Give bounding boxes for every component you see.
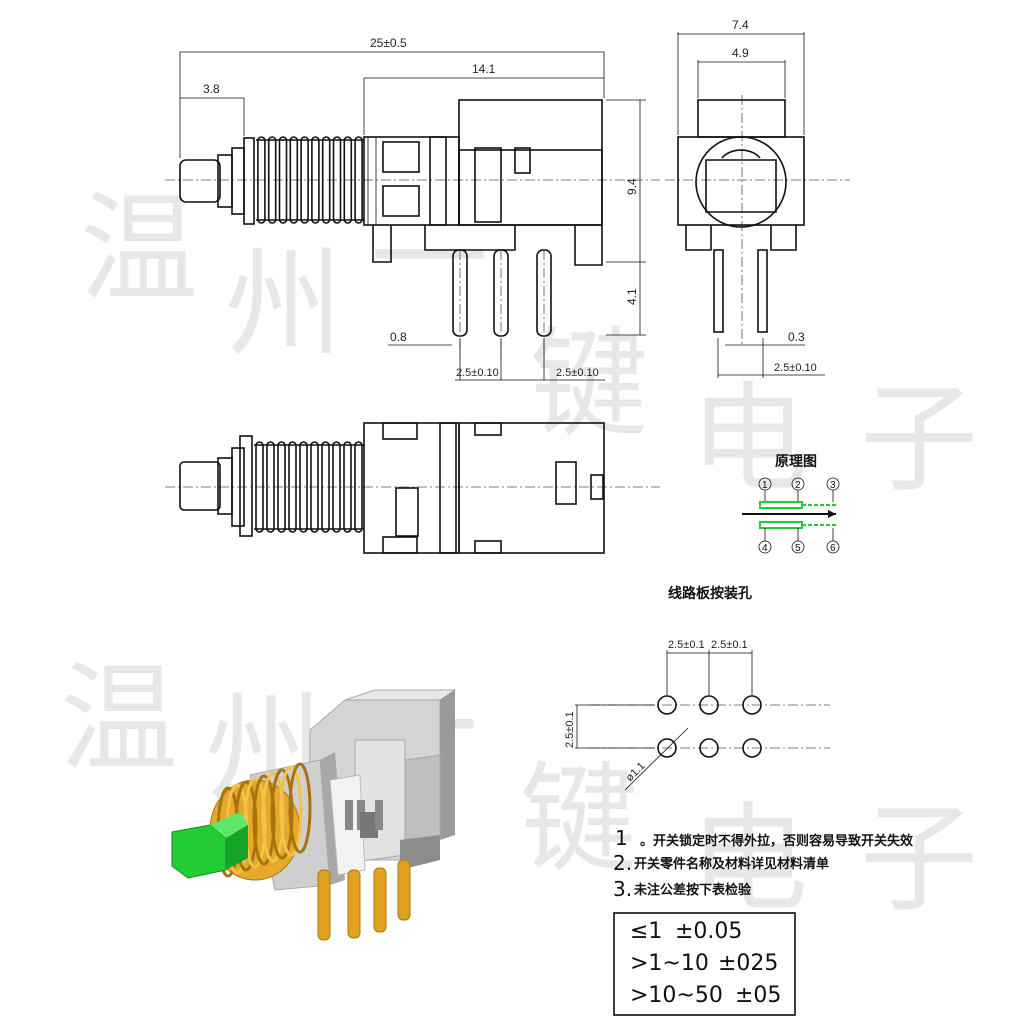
tol-range: >1~10	[630, 951, 709, 976]
watermark: 温 州 一 键 电 子 温 州 一 键 电 子	[60, 180, 978, 928]
tolerance-table: ≤1 ±0.05 >1~10 ±025 >10~50 ±05	[613, 912, 796, 1016]
spring-coil	[277, 441, 286, 533]
watermark-char: 键	[520, 750, 638, 888]
note-text: 。开关锁定时不得外拉，否则容易导致开关失效	[640, 833, 914, 849]
pin-label: 6	[830, 543, 836, 554]
watermark-char: 温	[60, 650, 178, 788]
spring-coil	[354, 136, 363, 224]
note-text: 开关零件名称及材料详见材料清单	[634, 856, 829, 872]
dim-end-width-outer: 7.4	[732, 18, 749, 32]
spring-coil	[278, 136, 288, 224]
spring-coil	[321, 441, 330, 533]
watermark-char: 键	[530, 315, 648, 453]
pin-label: 2	[795, 480, 801, 491]
watermark-char: 子	[860, 370, 978, 508]
schematic-title: 原理图	[775, 454, 817, 470]
spring-coil	[332, 136, 342, 224]
dim-end-width-inner: 4.9	[732, 46, 749, 60]
pin-label: 4	[762, 543, 768, 554]
pcb-pitch-y: 2.5±0.1	[564, 711, 576, 748]
note-text: 未注公差按下表检验	[633, 882, 752, 898]
top-view	[165, 422, 660, 554]
spring-coil	[354, 441, 363, 533]
spring-coil	[289, 136, 299, 224]
tol-value: ±025	[718, 951, 778, 976]
spring-coil-3d	[288, 762, 312, 854]
contact-bar-bottom	[759, 521, 803, 529]
spring-coil-3d	[261, 771, 285, 863]
side-view: 25±0.5 14.1 3.8 9.4 4.1 0.8 2.5±0.10 2.5…	[165, 36, 660, 381]
spring-coil	[332, 441, 341, 533]
tol-value: ±0.05	[675, 919, 742, 944]
note-number: 3.	[613, 877, 632, 901]
notes: 1 。开关锁定时不得外拉，否则容易导致开关失效 2. 开关零件名称及材料详见材料…	[613, 826, 914, 901]
end-view: 7.4 4.9 0.3 2.5±0.10	[665, 18, 850, 378]
spring-coil	[266, 441, 275, 533]
spring-coil-3d	[252, 774, 276, 866]
spring-coil	[267, 136, 277, 224]
spring-coil	[288, 441, 297, 533]
tol-range: >10~50	[630, 983, 723, 1008]
dim-end-pin-pitch: 2.5±0.10	[774, 362, 817, 374]
spring-coil-3d	[279, 765, 303, 857]
render-3d	[171, 689, 457, 941]
tol-range: ≤1	[630, 919, 662, 944]
dim-pin-thickness: 0.3	[788, 330, 805, 344]
dim-height: 9.4	[625, 178, 639, 195]
tol-value: ±05	[735, 983, 781, 1008]
pcb-holes: 线路板按装孔 2.5±0.1 2.5±0.1 2.5±0.1 ø1.1	[564, 585, 830, 791]
schematic: 原理图 1 2 3 4 5 6	[742, 454, 840, 554]
spring-coil	[300, 136, 309, 224]
pcb-pitch-x1: 2.5±0.1	[668, 639, 705, 651]
dim-pin-length: 4.1	[625, 288, 639, 305]
watermark-char: 一	[370, 190, 488, 328]
spring-coil	[311, 136, 320, 224]
spring-coil	[343, 136, 353, 224]
spring-coil	[343, 441, 352, 533]
spring-coil	[310, 441, 319, 533]
watermark-char: 电	[690, 370, 808, 508]
spring-side	[256, 136, 364, 224]
pcb-pitch-x2: 2.5±0.1	[711, 639, 748, 651]
pin-label: 1	[762, 480, 768, 491]
pin-label: 5	[795, 543, 801, 554]
dim-pin-width: 0.8	[390, 330, 407, 344]
note-number: 1	[615, 826, 628, 850]
dim-pin-pitch-2: 2.5±0.10	[556, 367, 599, 379]
watermark-char: 州	[225, 235, 343, 373]
dim-body-length: 14.1	[472, 62, 496, 76]
watermark-char: 电	[690, 790, 808, 928]
watermark-char: 温	[80, 180, 198, 318]
dim-pin-pitch-1: 2.5±0.10	[456, 367, 499, 379]
dim-button-length: 3.8	[203, 82, 220, 96]
dim-overall-length: 25±0.5	[370, 36, 407, 50]
spring-coil	[257, 136, 266, 224]
spring-coil	[299, 441, 308, 533]
spring-coil-3d	[270, 768, 294, 860]
pcb-title: 线路板按装孔	[668, 585, 752, 602]
spring-coil	[255, 441, 264, 533]
spring-coil	[321, 136, 331, 224]
watermark-char: 子	[860, 790, 978, 928]
note-number: 2.	[613, 851, 632, 875]
pin-label: 3	[830, 480, 836, 491]
